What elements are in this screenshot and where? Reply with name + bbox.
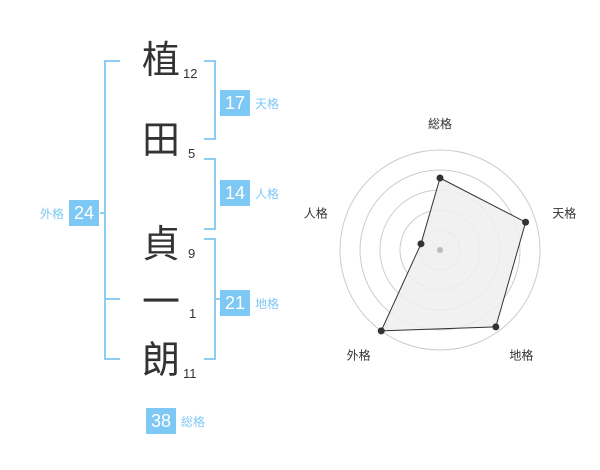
radar-point-1	[436, 174, 444, 182]
jinkaku-badge: 14 人格	[220, 180, 279, 206]
radar-axis-label-5: 人格	[304, 206, 328, 221]
chikaku-badge: 21 地格	[220, 290, 279, 316]
gaikaku-badge: 外格 24	[40, 200, 100, 226]
tenkaku-label: 天格	[255, 96, 280, 111]
name-char-2: 田	[141, 118, 180, 162]
tenkaku-value: 17	[220, 90, 250, 116]
soukaku-badge: 38 総格	[146, 408, 205, 434]
chikaku-bracket-stub	[216, 298, 220, 300]
jinkaku-value: 14	[220, 180, 250, 206]
stroke-count-3: 9	[188, 246, 196, 261]
name-char-1: 植	[141, 38, 180, 82]
gaikaku-value: 24	[69, 200, 100, 226]
stroke-count-2: 5	[188, 146, 196, 161]
tenkaku-badge: 17 天格	[220, 90, 279, 116]
stroke-count-4: 1	[189, 306, 197, 321]
soukaku-label: 総格	[181, 414, 206, 429]
radar-center-point	[437, 247, 443, 253]
gaikaku-bracket-connector	[100, 212, 104, 214]
jinkaku-label: 人格	[255, 186, 280, 201]
chikaku-bracket	[204, 238, 216, 360]
stroke-count-5: 11	[183, 366, 197, 381]
radar-point-2	[522, 218, 530, 226]
radar-point-5	[417, 240, 425, 248]
tenkaku-bracket	[204, 60, 216, 140]
gaikaku-label: 外格	[40, 206, 65, 221]
radar-axis-label-2: 天格	[552, 206, 576, 221]
radar-ring-4	[359, 169, 521, 331]
gaikaku-bracket-stub	[104, 298, 120, 300]
radar-point-4	[377, 327, 385, 335]
radar-axis-label-1: 総格	[428, 116, 452, 131]
gaikaku-bracket	[104, 60, 120, 360]
chikaku-value: 21	[220, 290, 250, 316]
name-char-5: 朗	[141, 338, 180, 382]
name-char-4: 一	[141, 280, 180, 324]
stroke-count-1: 12	[183, 66, 198, 81]
name-char-3: 貞	[141, 222, 180, 266]
radar-axis-label-4: 外格	[347, 348, 371, 363]
radar-ring-5	[339, 149, 541, 351]
radar-area	[380, 177, 527, 332]
radar-point-3	[492, 323, 500, 331]
jinkaku-bracket	[204, 158, 216, 230]
soukaku-value: 38	[146, 408, 176, 434]
radar-axis-label-3: 地格	[509, 348, 533, 363]
chikaku-label: 地格	[255, 296, 280, 311]
